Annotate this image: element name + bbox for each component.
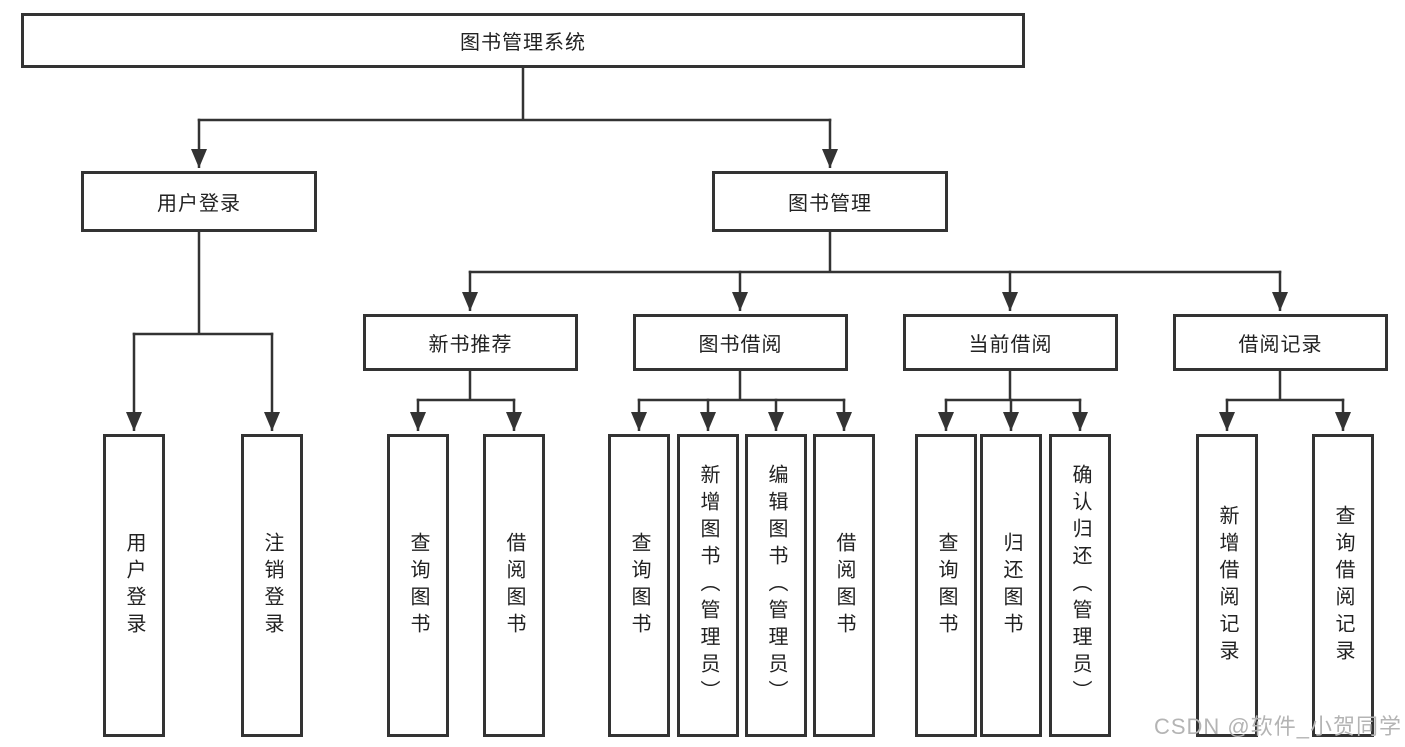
node-leaf-add-borrow-record: 新增借阅记录 (1196, 434, 1258, 737)
leaf-label: 借阅图书 (833, 531, 855, 640)
node-leaf-query-book-recommend: 查询图书 (387, 434, 449, 737)
leaf-label: 查询借阅记录 (1332, 504, 1354, 667)
leaf-label: 新增图书（管理员） (697, 464, 719, 707)
node-leaf-query-book-borrow: 查询图书 (608, 434, 670, 737)
watermark: CSDN @软件_小贺同学 (1153, 714, 1402, 739)
node-leaf-query-borrow-record: 查询借阅记录 (1312, 434, 1374, 737)
node-leaf-borrow-book-recommend: 借阅图书 (483, 434, 545, 737)
node-leaf-logout: 注销登录 (241, 434, 303, 737)
node-leaf-user-login: 用户登录 (103, 434, 165, 737)
node-leaf-borrow-book-borrow: 借阅图书 (813, 434, 875, 737)
node-current-borrow: 当前借阅 (903, 314, 1118, 371)
node-new-book-recommend: 新书推荐 (363, 314, 578, 371)
node-book-management-group: 图书管理 (712, 171, 948, 232)
leaf-label: 归还图书 (1000, 531, 1022, 640)
node-user-login-group: 用户登录 (81, 171, 317, 232)
node-leaf-edit-book-admin: 编辑图书（管理员） (745, 434, 807, 737)
leaf-label: 新增借阅记录 (1216, 504, 1238, 667)
leaf-label: 编辑图书（管理员） (765, 464, 787, 707)
node-book-borrow: 图书借阅 (633, 314, 848, 371)
leaf-label: 查询图书 (935, 531, 957, 640)
node-leaf-add-book-admin: 新增图书（管理员） (677, 434, 739, 737)
node-root-system: 图书管理系统 (21, 13, 1025, 68)
leaf-label: 注销登录 (261, 531, 283, 640)
node-leaf-confirm-return-admin: 确认归还（管理员） (1049, 434, 1111, 737)
leaf-label: 查询图书 (407, 531, 429, 640)
leaf-label: 用户登录 (123, 531, 145, 640)
leaf-label: 查询图书 (628, 531, 650, 640)
node-leaf-query-book-current: 查询图书 (915, 434, 977, 737)
node-leaf-return-book: 归还图书 (980, 434, 1042, 737)
node-borrow-record: 借阅记录 (1173, 314, 1388, 371)
leaf-label: 借阅图书 (503, 531, 525, 640)
leaf-label: 确认归还（管理员） (1069, 464, 1091, 707)
